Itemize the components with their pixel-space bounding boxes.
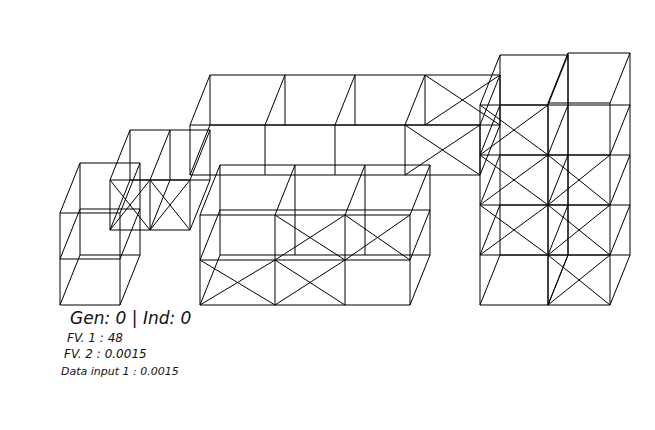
status-text: Data input 1 : 0.0015 <box>61 366 179 379</box>
cuboid-frame <box>480 55 568 305</box>
cuboid-frame <box>110 130 210 230</box>
status-text: FV. 1 : 48 <box>67 332 123 346</box>
cuboid-frame <box>200 165 430 305</box>
status-text: FV. 2 : 0.0015 <box>64 348 147 362</box>
cuboid-frame <box>548 53 630 305</box>
status-text: Gen: 0 | Ind: 0 <box>70 309 191 329</box>
cuboid-frame <box>190 75 500 175</box>
